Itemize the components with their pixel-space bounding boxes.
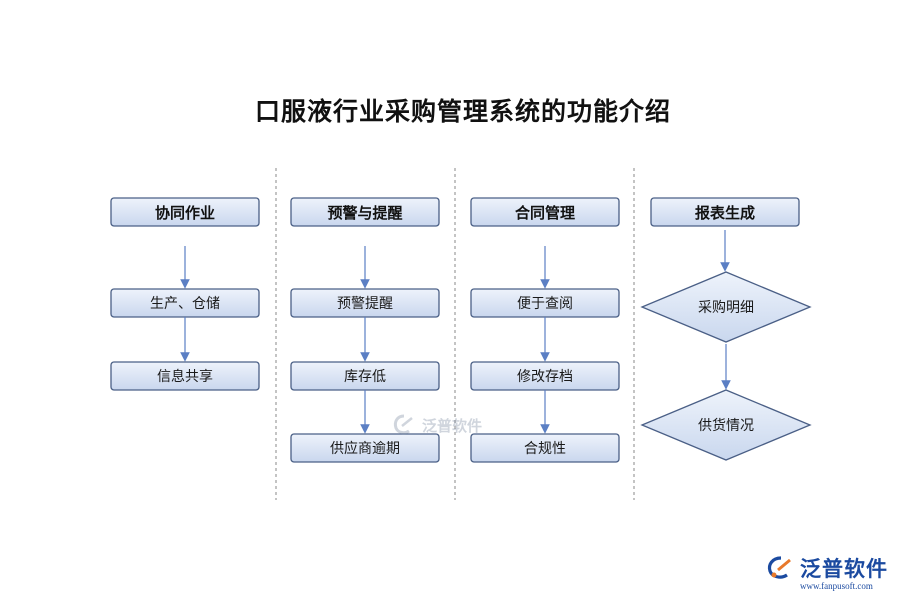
watermark-text: 泛普软件: [422, 416, 483, 435]
watermark: 泛普软件: [392, 414, 482, 436]
item-label: 供应商逾期: [330, 440, 400, 457]
column-3: 合同管理 便于查阅 修改存档 合规性: [470, 197, 620, 463]
item-label: 生产、仓储: [150, 296, 220, 312]
decision-diamond: [640, 389, 812, 461]
header-box: [110, 197, 260, 227]
item-box: [290, 433, 440, 463]
item-label: 修改存档: [517, 369, 573, 385]
item-label: 便于查阅: [517, 296, 573, 312]
header-box: [470, 197, 620, 227]
header-label: 预警与提醒: [327, 204, 402, 222]
header-label: 合同管理: [514, 204, 575, 222]
decision-diamond: [640, 271, 812, 343]
header-box: [650, 197, 800, 227]
item-box: [110, 361, 260, 391]
brand-logo-icon: [393, 414, 413, 435]
item-label: 采购明细: [698, 300, 754, 316]
brand-url: www.fanpusoft.com: [800, 581, 873, 591]
item-box: [470, 433, 620, 463]
column-4: 报表生成 采购明细 供货情况: [640, 197, 812, 461]
column-1: 协同作业 生产、仓储 信息共享: [110, 197, 260, 391]
item-label: 库存低: [344, 369, 386, 385]
column-2: 预警与提醒 预警提醒 库存低 供应商逾期: [290, 197, 440, 463]
item-label: 合规性: [524, 441, 566, 457]
item-label: 预警提醒: [337, 296, 393, 312]
brand-logo-icon: [767, 556, 791, 579]
item-label: 供货情况: [698, 417, 754, 434]
brand-name: 泛普软件: [800, 557, 888, 581]
header-label: 协同作业: [155, 204, 215, 222]
header-box: [290, 197, 440, 227]
diagram-title: 口服液行业采购管理系统的功能介绍: [254, 97, 671, 126]
brand-mark: 泛普软件 www.fanpusoft.com: [766, 553, 894, 591]
header-label: 报表生成: [695, 204, 755, 222]
item-label: 信息共享: [157, 368, 213, 385]
